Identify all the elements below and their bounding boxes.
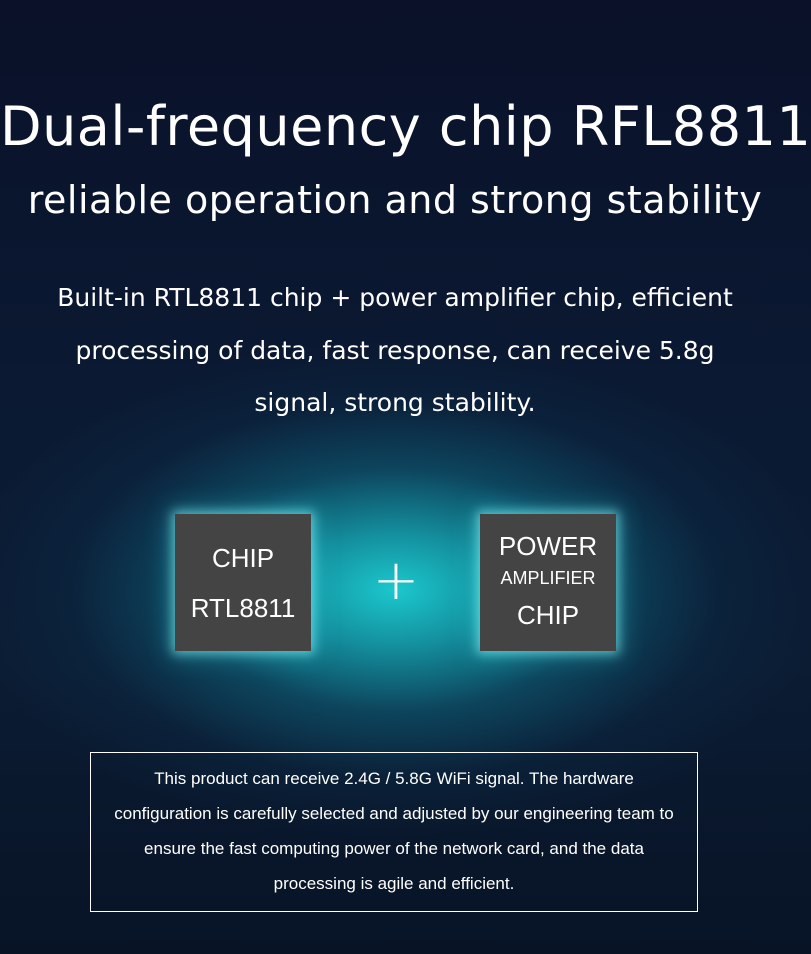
chip-rtl8811-label-line1: CHIP [211, 542, 275, 573]
power-amplifier-label-line1: POWER [498, 530, 598, 561]
page-title: Dual-frequency chip RFL8811 [0, 95, 811, 158]
power-amplifier-chip-box: POWER AMPLIFIER CHIP [480, 514, 616, 651]
info-note-box: This product can receive 2.4G / 5.8G WiF… [90, 752, 698, 912]
power-amplifier-label-line2: AMPLIFIER [500, 567, 596, 588]
info-note-text: This product can receive 2.4G / 5.8G WiF… [114, 769, 674, 893]
chip-rtl8811-box: CHIP RTL8811 [175, 514, 311, 651]
feature-description: Built-in RTL8811 chip + power amplifier … [57, 283, 733, 417]
power-amplifier-label-line3: CHIP [516, 599, 580, 630]
plus-icon: + [372, 548, 420, 613]
chip-rtl8811-label-line2: RTL8811 [190, 592, 296, 623]
page-subtitle: reliable operation and strong stability [27, 178, 763, 222]
